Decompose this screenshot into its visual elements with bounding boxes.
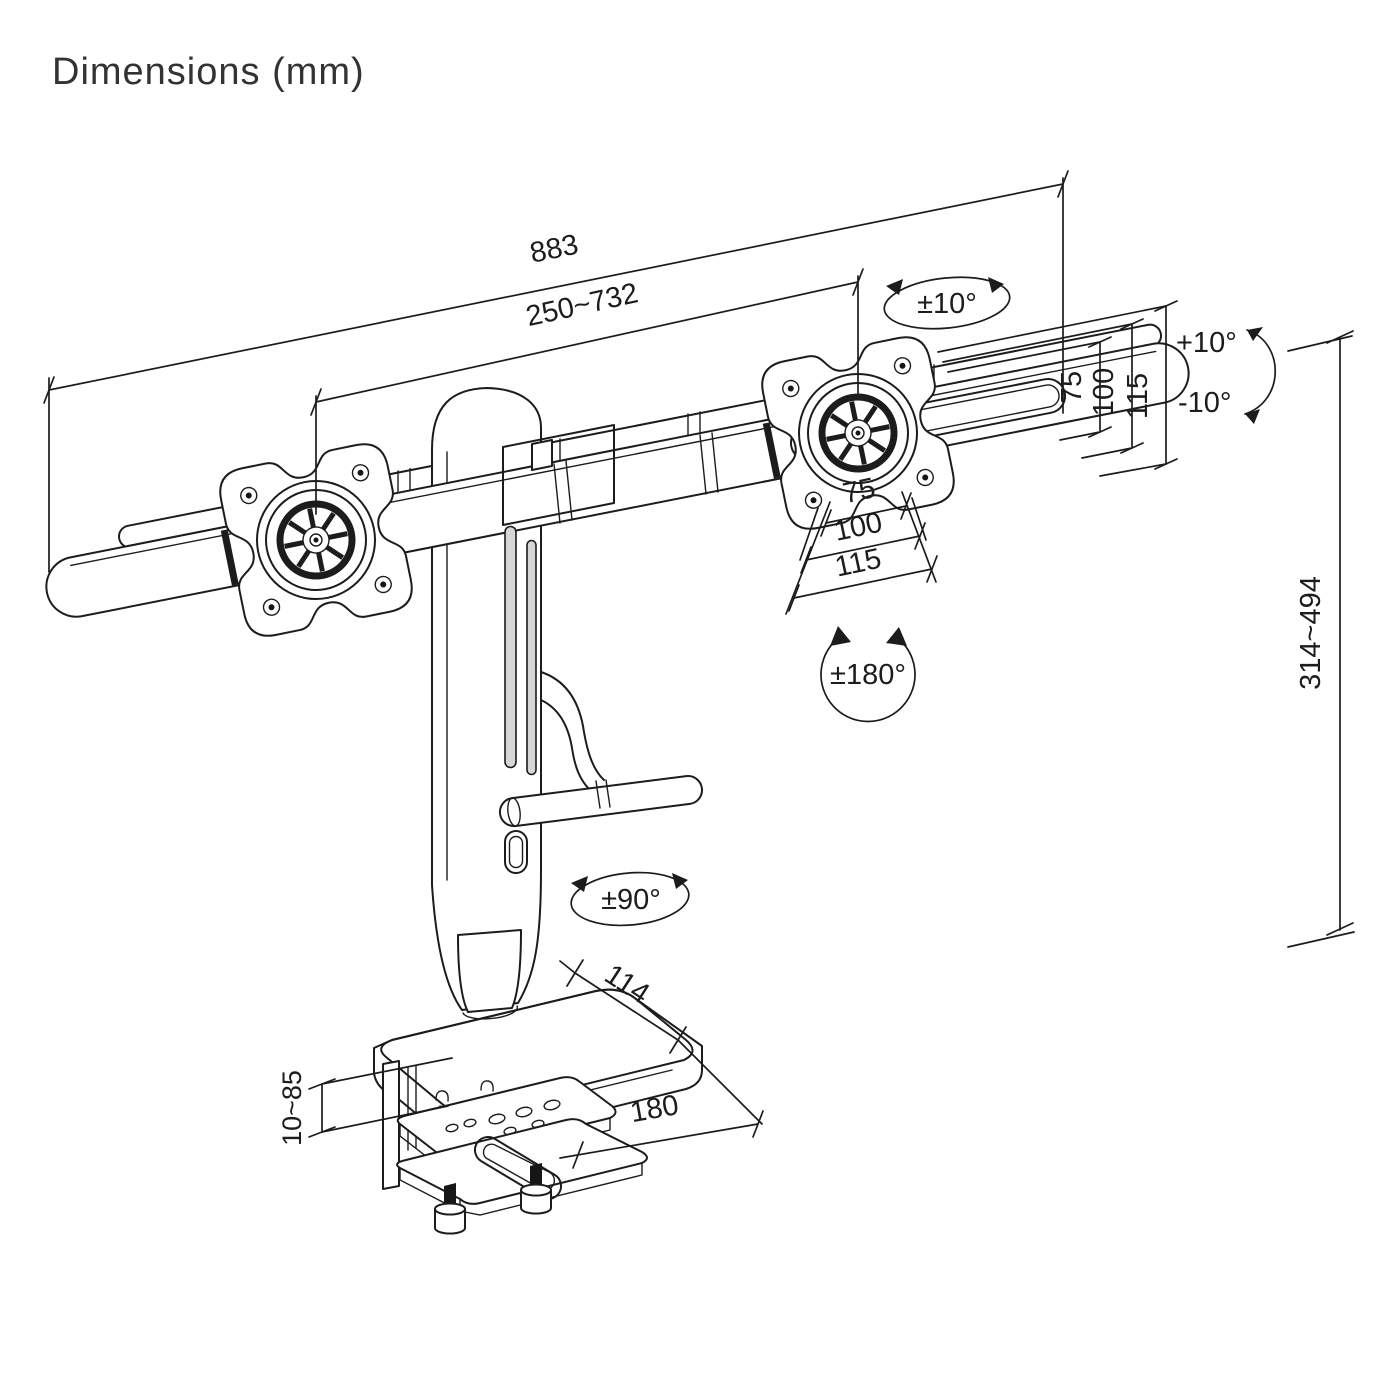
dim-overall-width: 883	[43, 170, 1069, 573]
dim-desk-thickness: 10~85	[277, 1057, 453, 1146]
quick-release-hub	[256, 480, 376, 600]
vesa-plate-left	[219, 443, 413, 637]
clamp-back-plate	[382, 1060, 400, 1190]
quick-release-hub	[798, 373, 918, 493]
desk-clamp-base	[373, 929, 703, 1235]
vesa-screw-holes	[240, 464, 392, 616]
vesa-screw-holes	[782, 357, 934, 509]
dim-vesa-vertical-100: 100	[1088, 368, 1120, 416]
base-top-face	[380, 988, 694, 1113]
mid-plate-holes	[445, 1099, 561, 1136]
dim-tilt: +10° -10°	[1176, 327, 1353, 424]
dim-vesa-vertical-115: 115	[1122, 373, 1154, 419]
dim-tilt-down-label: -10°	[1178, 387, 1232, 419]
height-slot	[504, 525, 517, 769]
dim-crossbar-swivel: ±10°	[883, 276, 1011, 330]
rotation-circle-arrow-icon	[820, 635, 916, 723]
dim-pole-swivel: ±90°	[570, 871, 690, 927]
dim-overall-width-label: 883	[527, 229, 581, 270]
crossbar	[45, 342, 1190, 618]
dim-crossbar-swivel-label: ±10°	[917, 288, 977, 320]
dim-tilt-up-label: +10°	[1176, 327, 1237, 359]
dim-vesa-rotation: ±180°	[820, 626, 916, 723]
dim-vesa-horizontal-75: 75	[840, 472, 878, 510]
clamp-knob	[434, 1202, 466, 1235]
height-slot	[526, 539, 537, 776]
rotation-ellipse-arrow-icon	[570, 871, 690, 927]
dim-height-range: 314~494	[1287, 330, 1355, 948]
dim-desk-thickness-label: 10~85	[277, 1070, 307, 1146]
handle-arm	[540, 671, 605, 791]
dim-vesa-vertical: 75 100 115	[937, 300, 1178, 477]
dim-extension-range-label: 250~732	[523, 277, 641, 333]
clamp-knob	[520, 1183, 552, 1215]
vesa-plate-right	[761, 336, 955, 530]
clamp-mid-plate	[396, 1076, 617, 1169]
column-bar-clamp	[502, 424, 615, 526]
adjustment-handle	[498, 775, 704, 828]
pole-bottom	[457, 929, 522, 1013]
tilt-arc-arrow-icon	[1244, 329, 1277, 415]
dim-vesa-horizontal: 75 100 115	[785, 472, 938, 615]
dim-vesa-vertical-75: 75	[1056, 371, 1088, 403]
rotation-ellipse-arrow-icon	[883, 276, 1011, 330]
page-title: Dimensions (mm)	[52, 51, 365, 93]
dim-height-range-label: 314~494	[1295, 576, 1327, 690]
column-details	[498, 525, 704, 874]
dim-vesa-horizontal-115: 115	[832, 543, 884, 584]
keyhole-slot	[504, 830, 528, 874]
dim-pole-swivel-label: ±90°	[601, 884, 661, 916]
dim-vesa-rotation-label: ±180°	[830, 659, 906, 691]
